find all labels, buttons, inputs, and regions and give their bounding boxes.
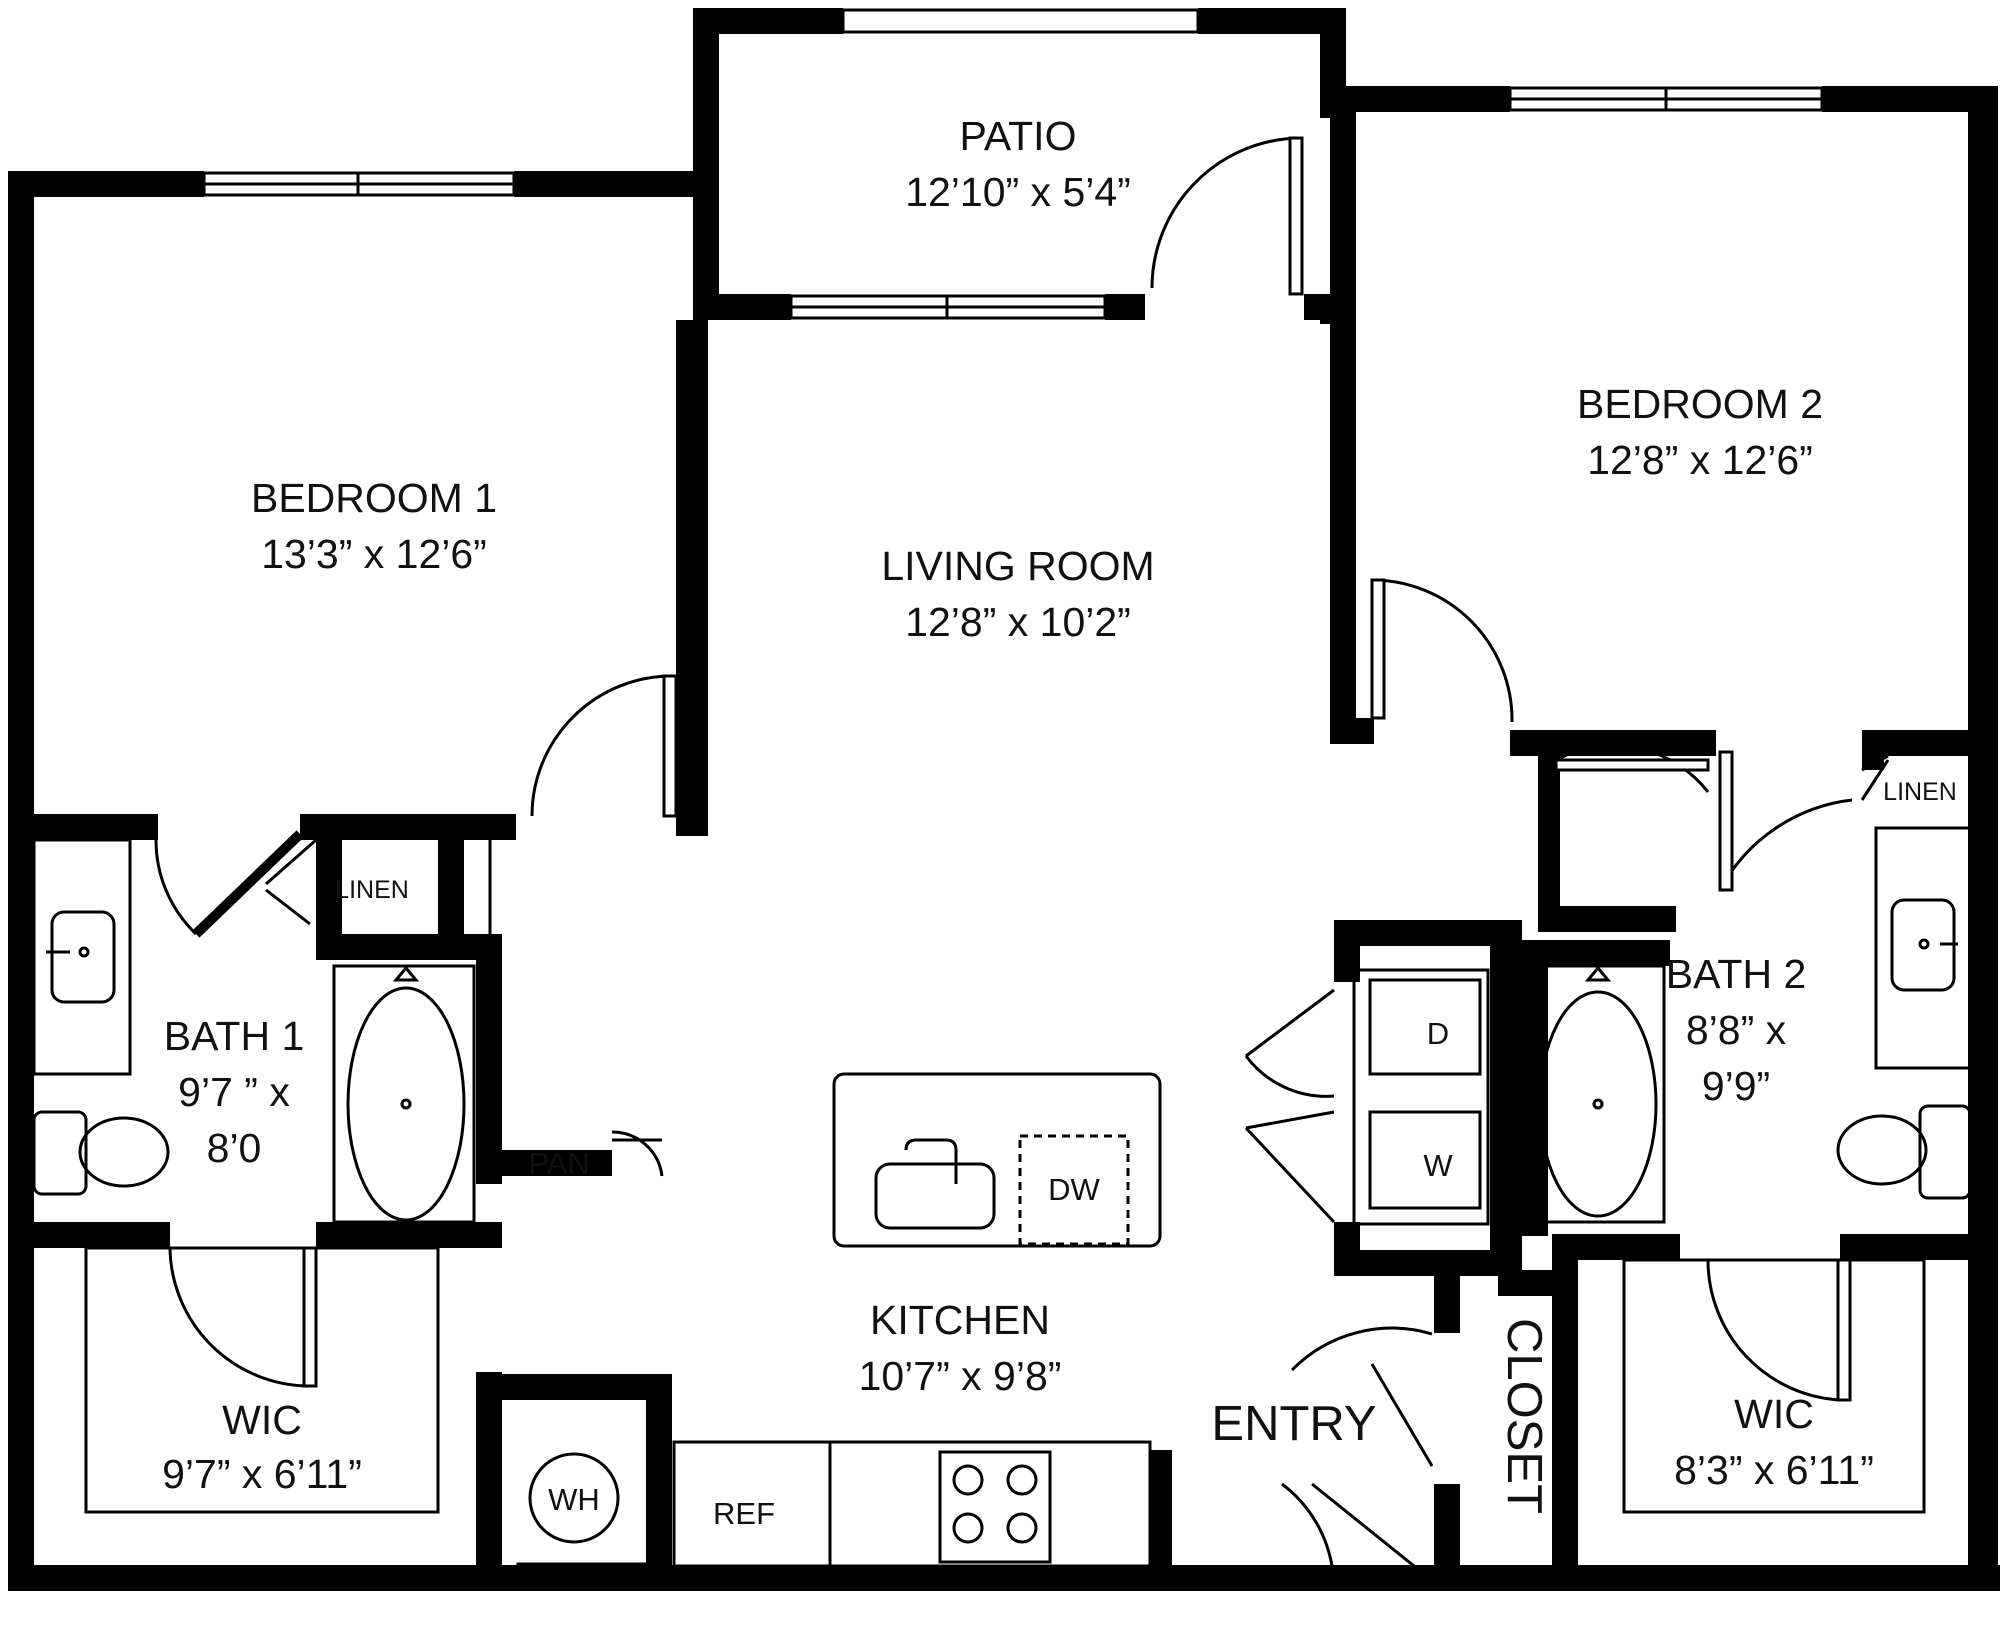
doors (154, 136, 1890, 1568)
toilet-2 (1836, 1114, 1928, 1186)
wic1-name: WIC (222, 1397, 302, 1443)
kitchen-name: KITCHEN (870, 1297, 1050, 1343)
closet-label: CLOSET (1497, 1318, 1551, 1514)
dishwasher-label: DW (1048, 1172, 1100, 1207)
linen1-door (265, 838, 317, 886)
bedroom2-name: BEDROOM 2 (1577, 381, 1823, 427)
wic2-door (1706, 1259, 1841, 1402)
linen1-label: LINEN (335, 876, 409, 904)
water-heater-label: WH (548, 1482, 600, 1517)
bedroom2-dims: 12’8” x 12’6” (1587, 437, 1813, 483)
patio-name: PATIO (960, 113, 1077, 159)
entry-label: ENTRY (1211, 1397, 1376, 1451)
bedroom1-door (530, 674, 673, 817)
entry-door (1290, 1326, 1433, 1372)
kitchen-dims: 10’7” x 9’8” (859, 1353, 1062, 1399)
labels: PATIO 12’10” x 5’4” BEDROOM 1 13’3” x 12… (162, 113, 1957, 1531)
fixtures-art (32, 826, 1974, 1570)
bath2-name: BATH 2 (1666, 951, 1807, 997)
bath2-door (1718, 798, 1853, 891)
wic2-name: WIC (1734, 1391, 1814, 1437)
wic1-dims: 9’7” x 6’11” (162, 1451, 362, 1497)
bath1-dims-1: 9’7 ” x (178, 1069, 290, 1115)
linen2-label: LINEN (1883, 778, 1957, 806)
refrigerator-label: REF (713, 1496, 775, 1531)
pantry-door (611, 1130, 664, 1177)
wic1-door (168, 1247, 311, 1388)
walls (8, 8, 2000, 1591)
bath2-dims-2: 9’9” (1702, 1063, 1770, 1109)
dryer-label: D (1427, 1016, 1449, 1051)
washer-label: W (1423, 1148, 1453, 1183)
toilet-1 (78, 1116, 170, 1188)
laundry-door (1245, 988, 1335, 1058)
bath2-dims-1: 8’8” x (1686, 1007, 1787, 1053)
linen2-door (1861, 754, 1889, 772)
living-dims: 12’8” x 10’2” (905, 599, 1131, 645)
patio-dims: 12’10” x 5’4” (905, 169, 1131, 215)
bath1-dims-2: 8’0 (207, 1125, 262, 1171)
tub-1 (346, 986, 466, 1222)
bath1-door (154, 839, 198, 936)
patio-door (1150, 136, 1303, 289)
wic2-dims: 8’3” x 6’11” (1674, 1447, 1874, 1493)
living-name: LIVING ROOM (881, 543, 1154, 589)
bedroom1-name: BEDROOM 1 (251, 475, 497, 521)
bedroom1-dims: 13’3” x 12’6” (261, 531, 487, 577)
bedroom2-door (1371, 578, 1514, 723)
tub-2 (1538, 990, 1658, 1218)
pantry-label: PAN (528, 1146, 589, 1181)
windows (202, 8, 1824, 934)
bath1-name: BATH 1 (164, 1013, 305, 1059)
bath2-linen-door (1559, 744, 1710, 793)
